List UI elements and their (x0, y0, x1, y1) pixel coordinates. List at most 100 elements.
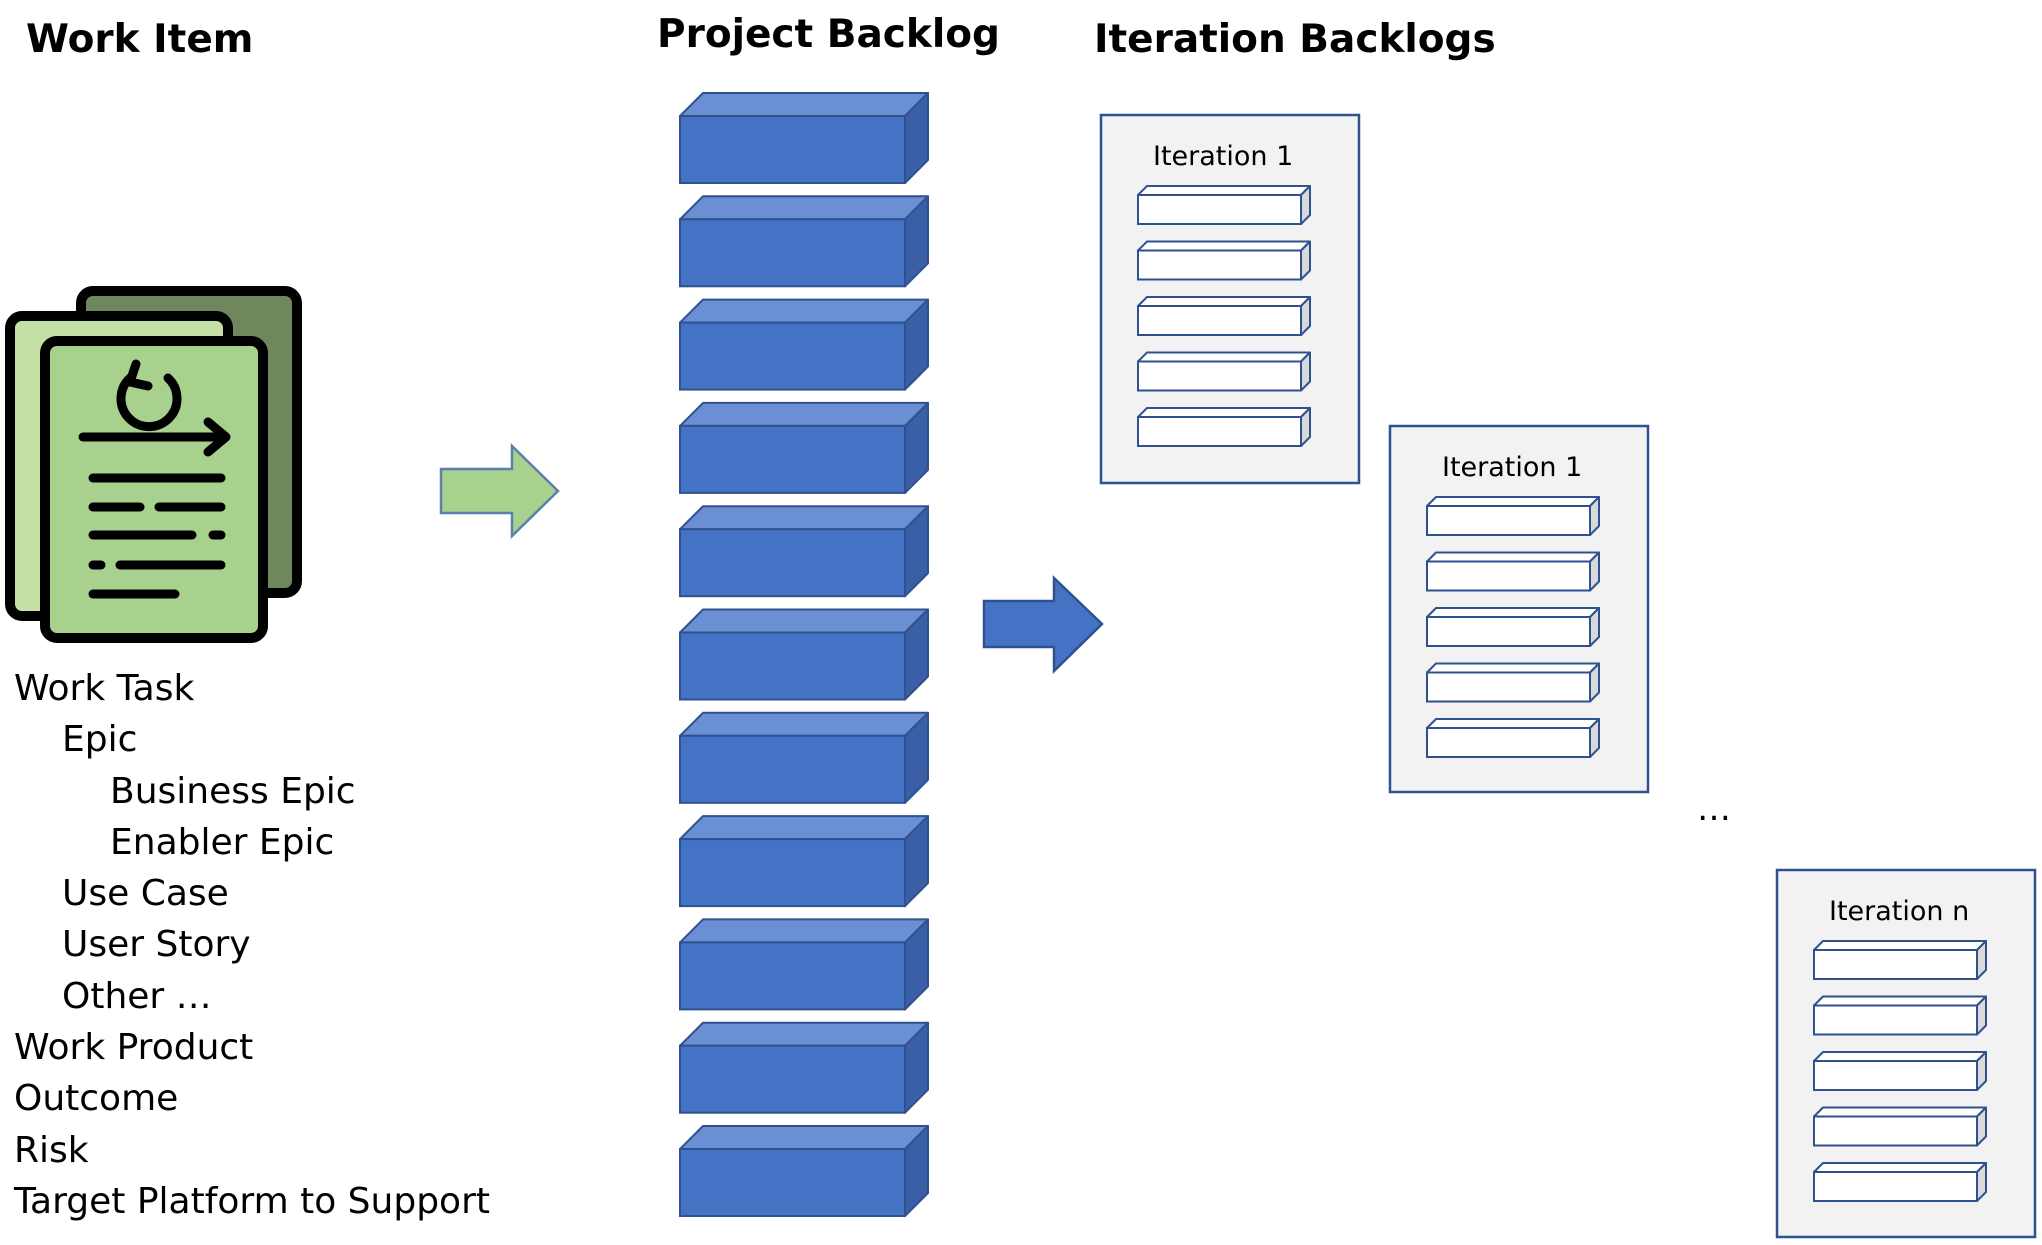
iteration-backlog-item (1813, 940, 1987, 980)
project-backlog-item-top (679, 608, 929, 634)
project-backlog-item-top (679, 711, 929, 737)
iteration-backlog-item-front (1813, 1060, 1978, 1091)
iteration-panel: Iteration 1 (1388, 424, 1650, 794)
project-backlog-item-front (679, 218, 906, 288)
iteration-backlog-item (1426, 551, 1600, 592)
iteration-backlog-item-top (1813, 1051, 1987, 1062)
project-backlog-item-top (679, 815, 929, 841)
iteration-backlog-item (1813, 1162, 1987, 1202)
work-item-type-4: Use Case (62, 873, 229, 915)
project-backlog-item-front (679, 424, 906, 494)
arrow-right-icon (982, 575, 1104, 674)
work-item-type-1: Epic (62, 719, 138, 761)
project-backlog-item-top (679, 298, 929, 324)
iteration-label: Iteration n (1829, 896, 1969, 927)
project-backlog-item (679, 195, 929, 288)
more-iterations-ellipsis: … (1697, 789, 1731, 829)
iteration-panel: Iteration 1 (1099, 113, 1361, 485)
project-backlog-item (679, 401, 929, 494)
arrow-right-icon (439, 443, 560, 539)
iteration-panel: Iteration n (1775, 868, 2037, 1239)
iteration-backlog-item-front (1137, 194, 1302, 225)
project-backlog-item (679, 815, 929, 908)
iteration-backlogs-heading: Iteration Backlogs (1094, 17, 1496, 62)
project-backlog-item-top (679, 1125, 929, 1150)
work-item-type-0: Work Task (14, 668, 195, 709)
iteration-backlog-item-front (1426, 505, 1591, 536)
work-item-heading: Work Item (26, 17, 254, 62)
iteration-backlog-item-top (1426, 662, 1600, 674)
iteration-backlog-item-front (1426, 560, 1591, 592)
iteration-backlog-item-top (1813, 995, 1987, 1007)
work-item-type-6: Other … (62, 975, 212, 1017)
project-backlog-item-front (679, 941, 906, 1011)
iteration-backlog-item (1426, 607, 1600, 647)
project-backlog-item-front (679, 734, 906, 804)
project-backlog-item-top (679, 92, 929, 117)
iteration-backlog-item-front (1813, 949, 1978, 980)
project-backlog-item (679, 92, 929, 184)
project-backlog-item (679, 608, 929, 701)
iteration-backlog-item-top (1426, 496, 1600, 507)
project-backlog-heading: Project Backlog (657, 12, 1000, 57)
iteration-panels: Iteration 1 Iteration 1 Iteration n (1099, 113, 2037, 1239)
iteration-backlog-item-front (1813, 1171, 1978, 1202)
work-item-type-9: Risk (14, 1129, 89, 1171)
project-backlog-item (679, 918, 929, 1011)
work-item-type-8: Outcome (14, 1078, 179, 1120)
iteration-backlog-item-top (1137, 296, 1311, 307)
project-backlog-item (679, 505, 929, 598)
iteration-backlog-item (1426, 662, 1600, 703)
iteration-backlog-item-top (1137, 407, 1311, 418)
project-backlog-item-top (679, 918, 929, 944)
project-backlog-item (679, 1021, 929, 1114)
iteration-backlog-item-top (1813, 1106, 1987, 1118)
doc-arrowhead (203, 417, 231, 457)
iteration-label: Iteration 1 (1153, 141, 1293, 172)
cycle-arrowhead (125, 359, 153, 391)
project-backlog-item-front (679, 631, 906, 701)
project-backlog-item-top (679, 401, 929, 427)
iteration-backlog-item (1137, 296, 1311, 336)
iteration-backlog-item-top (1426, 607, 1600, 618)
work-item-type-2: Business Epic (110, 770, 356, 812)
project-backlog-item-front (679, 115, 906, 184)
project-backlog-item-front (679, 1148, 906, 1217)
iteration-backlog-item-top (1426, 718, 1600, 729)
iteration-backlog-item (1426, 496, 1600, 536)
project-backlog-item-top (679, 1021, 929, 1047)
project-backlog-item-front (679, 321, 906, 391)
iteration-backlog-item (1426, 718, 1600, 758)
iteration-backlog-item-top (1813, 940, 1987, 951)
work-item-type-10: Target Platform to Support (14, 1180, 490, 1222)
project-backlog-item-top (679, 505, 929, 531)
work-item-type-5: User Story (62, 924, 251, 966)
work-item-document-icon (5, 286, 302, 643)
project-backlog-item-front (679, 838, 906, 908)
iteration-backlog-item (1813, 1051, 1987, 1091)
iteration-backlog-item-front (1813, 1115, 1978, 1147)
iteration-backlog-item-front (1813, 1004, 1978, 1036)
iteration-backlog-item-front (1426, 727, 1591, 758)
iteration-backlog-item-top (1426, 551, 1600, 563)
project-backlog-item-front (679, 1044, 906, 1114)
iteration-backlog-item-top (1137, 240, 1311, 252)
iteration-backlog-item-top (1813, 1162, 1987, 1173)
iteration-backlog-item (1137, 351, 1311, 392)
iteration-backlog-item (1137, 407, 1311, 447)
cycle-arrow-icon (116, 373, 182, 431)
iteration-backlog-item-front (1426, 671, 1591, 703)
project-backlog-item (679, 711, 929, 804)
project-backlog-stack (679, 92, 929, 1217)
work-item-type-7: Work Product (14, 1027, 254, 1069)
work-item-type-3: Enabler Epic (110, 821, 335, 863)
iteration-backlog-item-front (1137, 249, 1302, 281)
iteration-backlog-item-front (1426, 616, 1591, 647)
iteration-backlog-item (1813, 995, 1987, 1036)
iteration-backlog-item-top (1137, 185, 1311, 196)
iteration-backlog-item (1137, 185, 1311, 225)
iteration-backlog-item (1813, 1106, 1987, 1147)
project-backlog-item (679, 298, 929, 391)
iteration-backlog-item-front (1137, 416, 1302, 447)
